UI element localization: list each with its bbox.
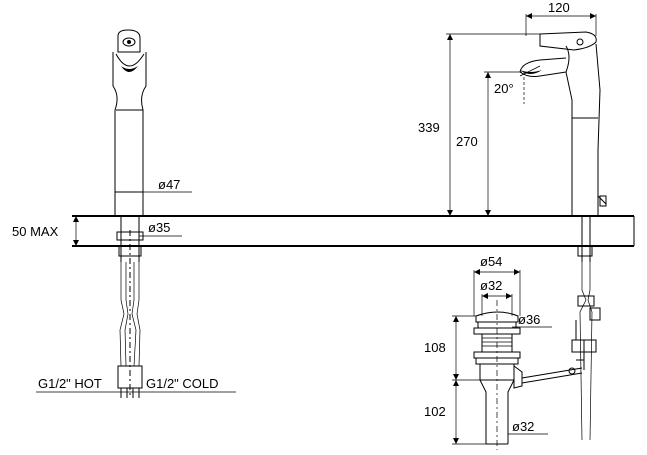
total-height-label: 339 — [418, 120, 440, 135]
waste-inner-label: ø32 — [480, 278, 502, 293]
waste-inner-dimension: ø32 — [480, 278, 513, 316]
spout-reach-dimension: 120 — [525, 0, 597, 36]
deck-thickness-dimension: 50 MAX — [12, 216, 79, 246]
deck-thickness-label: 50 MAX — [12, 224, 59, 239]
spout-height-label: 270 — [456, 134, 478, 149]
waste-body-label: ø36 — [518, 312, 540, 327]
waste-lower-length-dimension: 102 — [424, 380, 486, 445]
waste-flange-label: ø54 — [480, 254, 502, 269]
hot-connection-label: G1/2" HOT — [38, 376, 102, 391]
popup-rod — [521, 367, 583, 384]
shank-diameter-label: ø35 — [148, 220, 170, 235]
spout-reach-label: 120 — [548, 0, 570, 15]
waste-flange-dimension: ø54 — [473, 254, 521, 316]
front-view-mixer — [112, 29, 147, 398]
lever-angle-label: 20° — [494, 81, 514, 96]
cold-connection-label: G1/2" COLD — [146, 376, 219, 391]
total-height-dimension: 339 — [418, 33, 540, 216]
spout-height-dimension: 270 — [456, 71, 522, 216]
waste-upper-length-dimension: 108 — [424, 315, 480, 381]
shank-diameter-dimension: ø35 — [139, 220, 182, 237]
popup-waste — [473, 300, 523, 450]
connection-labels: G1/2" HOT G1/2" COLD — [36, 376, 236, 393]
body-diameter-label: ø47 — [158, 177, 180, 192]
waste-tail-label: ø32 — [512, 419, 534, 434]
side-view-mixer — [519, 31, 607, 441]
waste-body-dimension: ø36 — [512, 312, 552, 328]
countertop — [72, 215, 635, 247]
waste-tail-dimension: ø32 — [508, 419, 548, 435]
waste-upper-length-label: 108 — [424, 340, 446, 355]
waste-lower-length-label: 102 — [424, 404, 446, 419]
body-diameter-dimension: ø47 — [143, 177, 192, 193]
lever-angle-dimension: 20° — [494, 65, 541, 104]
